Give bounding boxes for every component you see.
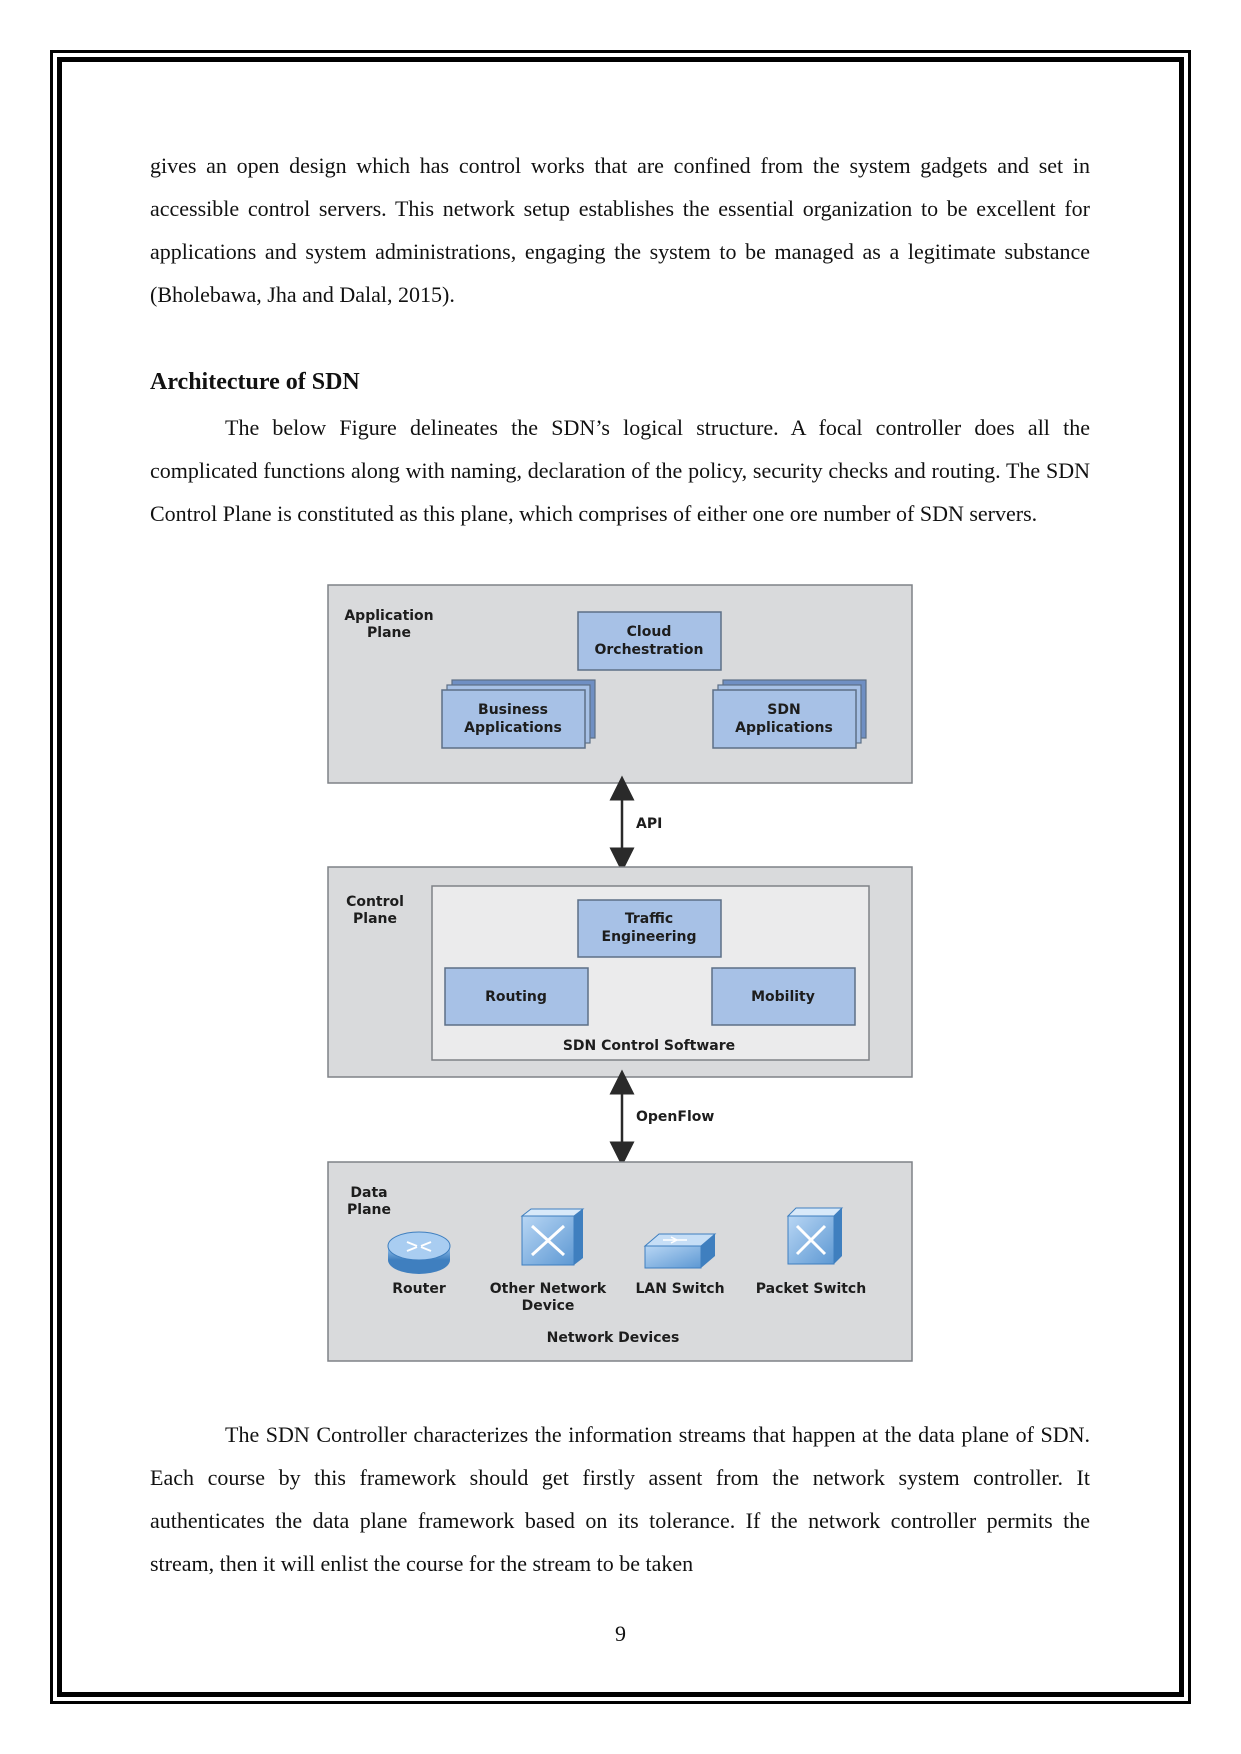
data-plane-label-1: Data <box>350 1185 387 1201</box>
api-arrow: API <box>609 775 662 873</box>
application-plane-label-1: Application <box>344 608 433 624</box>
sdn-apps-label-2: Applications <box>735 720 833 736</box>
cloud-orchestration-box: Cloud Orchestration <box>577 611 722 671</box>
data-plane: Data Plane Router Other Network Device <box>327 1161 913 1362</box>
page-number: 9 <box>615 1621 626 1646</box>
router-icon <box>387 1231 451 1274</box>
packet-switch-label: Packet Switch <box>756 1281 866 1297</box>
business-label-2: Applications <box>464 720 562 736</box>
traffic-label-1: Traffic <box>625 911 673 927</box>
sdn-architecture-figure: Application Plane Cloud Orchestration Bu… <box>327 584 913 1362</box>
paragraph-1: gives an open design which has control w… <box>150 153 1090 307</box>
sdn-control-software-label: SDN Control Software <box>563 1038 735 1054</box>
traffic-engineering-box: Traffic Engineering <box>577 899 722 958</box>
sdn-apps-label-1: SDN <box>767 702 800 718</box>
routing-label: Routing <box>485 989 547 1005</box>
cloud-label-1: Cloud <box>627 624 672 640</box>
router-label: Router <box>392 1281 446 1297</box>
paragraph-2: The below Figure delineates the SDN’s lo… <box>150 415 1090 526</box>
cloud-label-2: Orchestration <box>594 642 703 658</box>
paragraph-3: The SDN Controller characterizes the inf… <box>150 1422 1090 1576</box>
network-devices-label: Network Devices <box>547 1330 680 1346</box>
other-device-label-1: Other Network <box>490 1281 607 1297</box>
lan-switch-icon <box>643 1233 717 1269</box>
other-device-label-2: Device <box>522 1298 575 1314</box>
data-plane-label-2: Plane <box>347 1202 391 1218</box>
page-border-outer <box>50 50 1191 1704</box>
other-network-device-icon <box>520 1208 585 1266</box>
packet-switch-icon <box>786 1207 844 1265</box>
api-label: API <box>636 816 662 832</box>
business-label-1: Business <box>478 702 548 718</box>
application-plane-label-2: Plane <box>367 625 411 641</box>
section-heading: Architecture of SDN <box>150 369 360 395</box>
traffic-label-2: Engineering <box>602 929 697 945</box>
control-plane-label-1: Control <box>346 894 404 910</box>
routing-box: Routing <box>444 967 589 1026</box>
page-border-inner <box>57 57 1184 1697</box>
sdn-applications-stack: SDN Applications <box>712 679 867 749</box>
control-plane-label-2: Plane <box>353 911 397 927</box>
lan-switch-label: LAN Switch <box>635 1281 724 1297</box>
application-plane: Application Plane Cloud Orchestration Bu… <box>327 584 913 784</box>
openflow-arrow: OpenFlow <box>609 1069 714 1167</box>
mobility-label: Mobility <box>751 989 815 1005</box>
openflow-label: OpenFlow <box>636 1109 714 1125</box>
business-applications-stack: Business Applications <box>441 679 596 749</box>
control-plane: Control Plane Traffic Engineering Routin… <box>327 866 913 1078</box>
mobility-box: Mobility <box>711 967 856 1026</box>
